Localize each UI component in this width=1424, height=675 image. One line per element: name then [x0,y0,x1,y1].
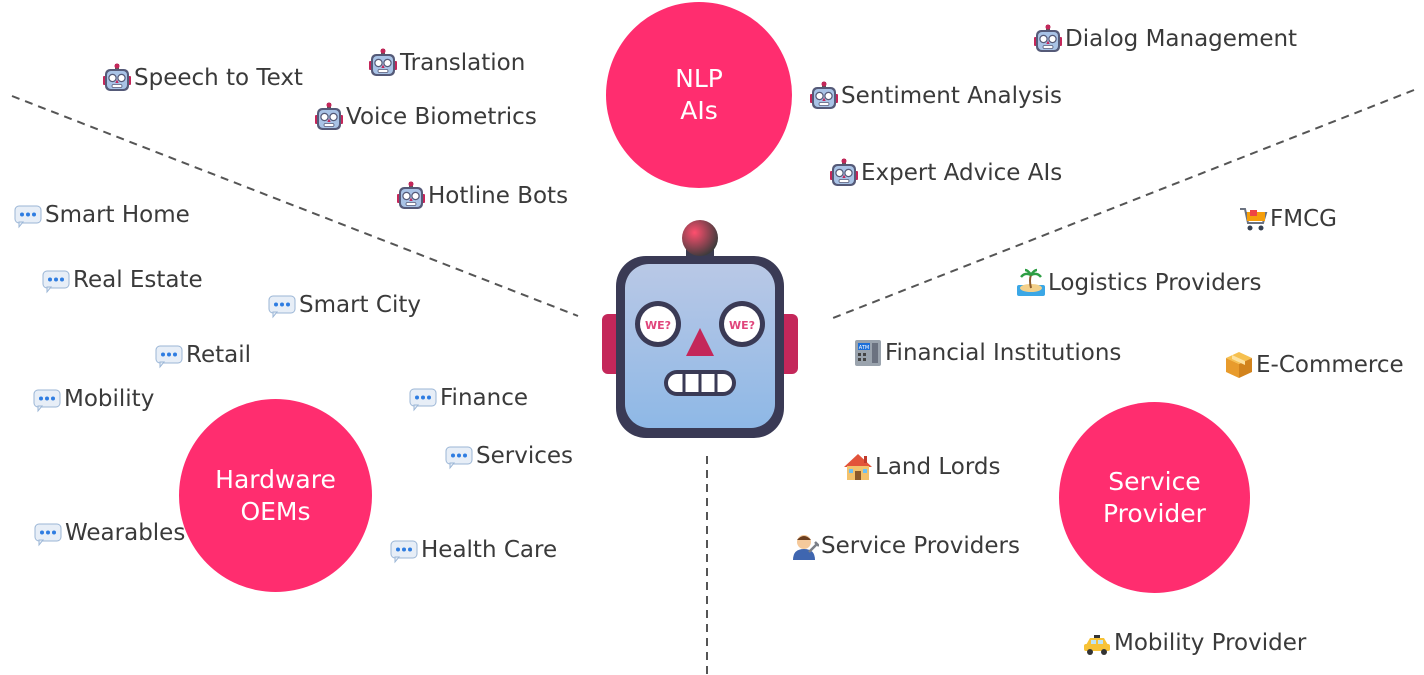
robot-icon [1033,24,1063,53]
item-label: Finance [440,385,528,411]
item-label: Sentiment Analysis [841,83,1062,109]
hardware-item-finance: Finance [408,382,528,414]
item-label: Mobility [64,386,155,412]
hardware-item-health-care: Health Care [389,534,557,566]
item-label: E-Commerce [1256,352,1404,378]
package-icon [1226,352,1252,378]
nlp-item-hotline-bots: Hotline Bots [396,180,568,212]
house-icon [844,454,872,480]
speech-bubble-icon [34,523,62,546]
item-label: Voice Biometrics [346,104,537,130]
item-label: Mobility Provider [1114,630,1307,656]
nlp-item-voice-biometrics: Voice Biometrics [314,101,537,133]
item-label: Land Lords [875,454,1001,480]
service-item-financial-institutions: Financial Institutions [853,337,1121,369]
hub-service-provider: Service Provider [1059,402,1250,593]
hardware-item-mobility: Mobility [32,383,154,415]
item-label: Financial Institutions [885,340,1122,366]
item-label: FMCG [1270,206,1337,232]
speech-bubble-icon [445,446,473,469]
speech-bubble-icon [14,205,42,228]
island-icon [1016,268,1046,298]
item-label: Dialog Management [1065,26,1298,52]
robot-icon [809,81,839,110]
hardware-item-real-estate: Real Estate [41,264,203,296]
shopping-cart-icon [1239,208,1267,232]
speech-bubble-icon [268,295,296,318]
item-label: Smart Home [45,202,190,228]
robot-icon [829,158,859,187]
robot-left-eye-label: WE? [645,319,671,332]
item-label: Wearables [65,520,186,546]
item-label: Logistics Providers [1048,270,1262,296]
robot-icon [396,181,426,210]
item-label: Smart City [299,292,421,318]
nlp-item-dialog-management: Dialog Management [1033,23,1297,55]
service-item-service-providers: Service Providers [789,530,1020,562]
hub-nlp-ais: NLP AIs [606,2,792,188]
speech-bubble-icon [33,389,61,412]
service-item-mobility-provider: Mobility Provider [1082,627,1306,659]
service-item-e-commerce: E-Commerce [1224,349,1404,381]
divider-right [827,89,1415,321]
item-label: Hotline Bots [428,183,569,209]
speech-bubble-icon [155,345,183,368]
atm-icon [855,340,881,366]
divider-left [11,95,579,317]
service-item-logistics-providers: Logistics Providers [1016,267,1261,299]
item-label: Retail [186,342,251,368]
robot-icon [102,63,132,92]
service-item-fmcg: FMCG [1238,203,1337,235]
item-label: Speech to Text [134,65,303,91]
nlp-item-sentiment-analysis: Sentiment Analysis [809,80,1062,112]
hub-hardware-oems: Hardware OEMs [179,399,372,592]
item-label: Real Estate [73,267,203,293]
nlp-item-expert-advice-ais: Expert Advice AIs [829,157,1062,189]
hardware-item-retail: Retail [154,339,251,371]
taxi-icon [1084,635,1110,655]
speech-bubble-icon [409,388,437,411]
robot-icon [368,48,398,77]
nlp-item-translation: Translation [368,47,525,79]
hardware-item-smart-city: Smart City [267,289,421,321]
hardware-item-smart-home: Smart Home [13,199,190,231]
nlp-item-speech-to-text: Speech to Text [102,62,303,94]
item-label: Health Care [421,537,558,563]
item-label: Translation [400,50,526,76]
hardware-item-wearables: Wearables [33,517,185,549]
item-label: Expert Advice AIs [861,160,1063,186]
item-label: Service Providers [821,533,1020,559]
robot-face-icon: WE? WE? [602,220,798,438]
hardware-item-services: Services [444,440,573,472]
speech-bubble-icon [42,270,70,293]
service-item-land-lords: Land Lords [843,451,1001,483]
speech-bubble-icon [390,540,418,563]
robot-right-eye-label: WE? [729,319,755,332]
item-label: Services [476,443,573,469]
robot-icon [314,102,344,131]
mechanic-icon [791,533,819,561]
